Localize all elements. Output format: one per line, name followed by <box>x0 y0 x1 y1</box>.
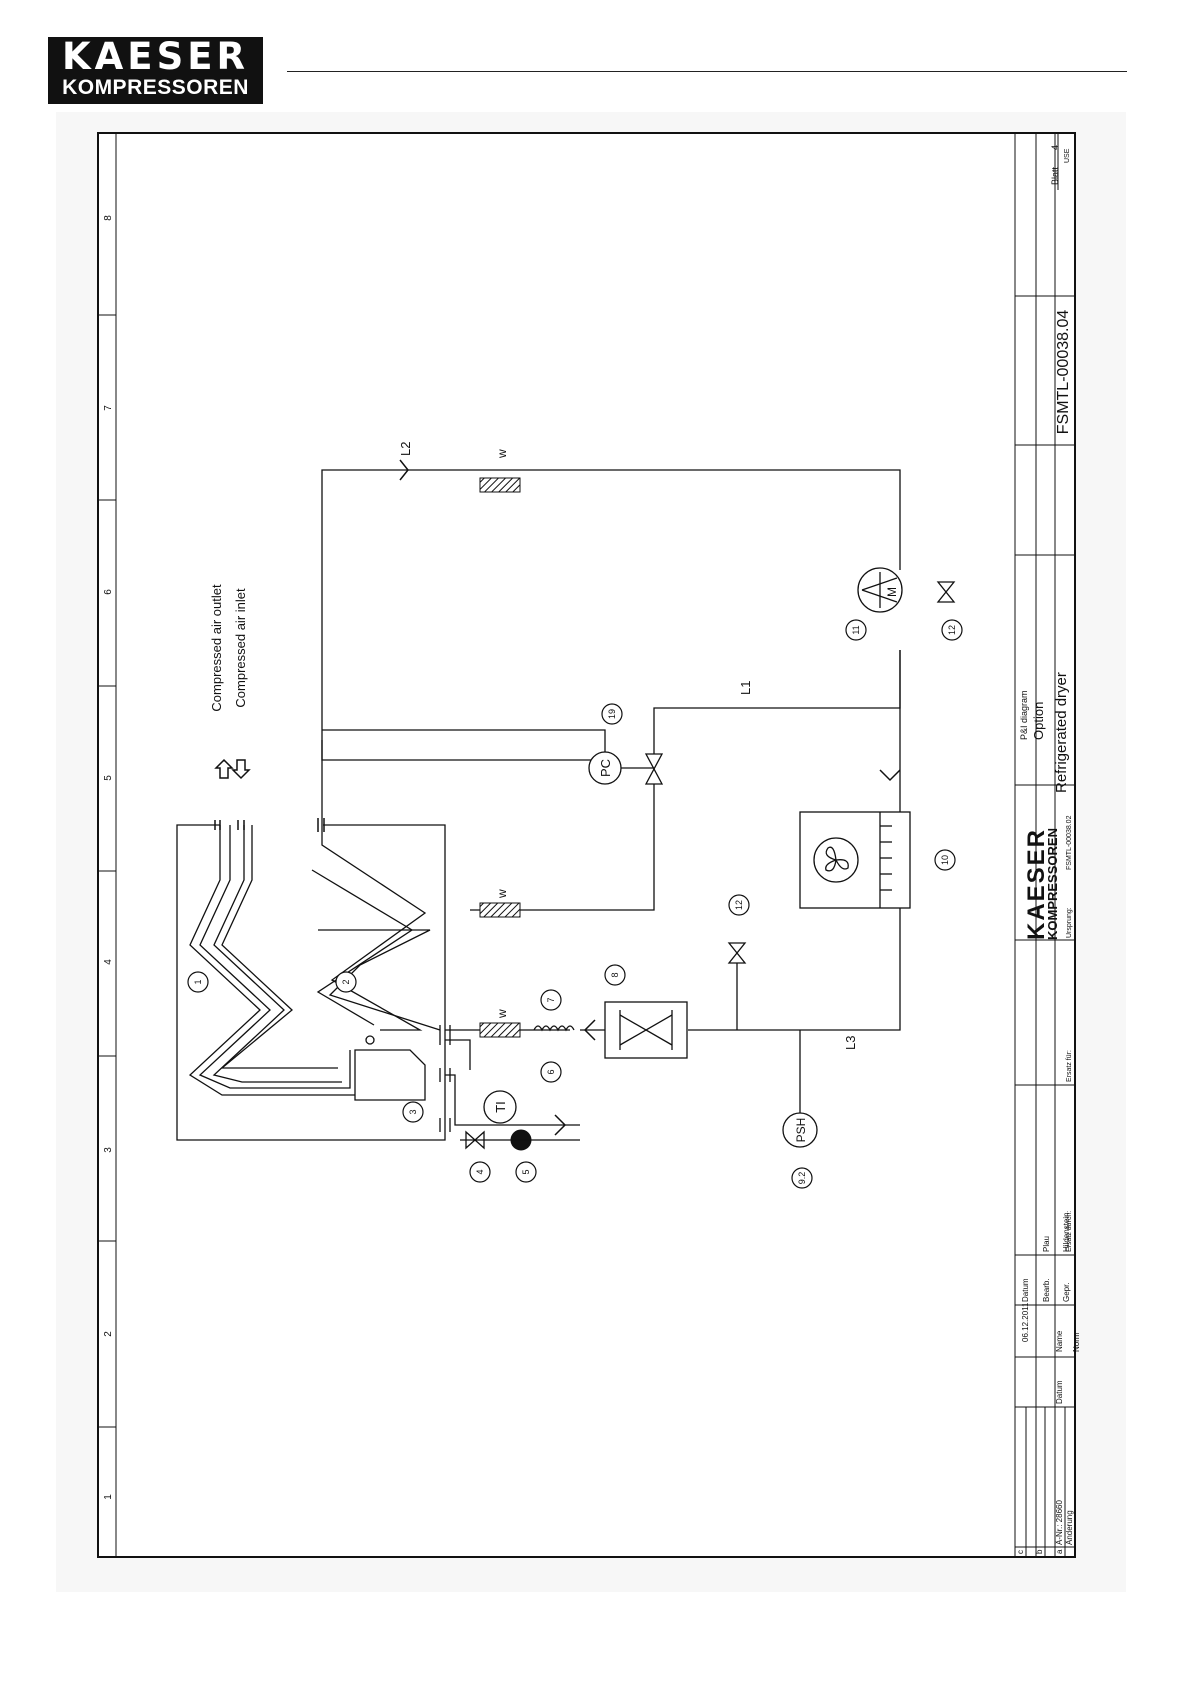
component-12b: 12 <box>947 625 957 635</box>
component-8: 8 <box>610 972 620 977</box>
component-6: 6 <box>546 1069 556 1074</box>
insulation-label-mid: w <box>495 889 509 899</box>
flow-arrow-l2 <box>399 459 409 481</box>
component-11: 11 <box>851 625 861 634</box>
compressor-11 <box>857 567 903 613</box>
tb-rev-a-text: Ä-Nr.: 28660 <box>1055 1500 1064 1545</box>
component-5: 5 <box>521 1169 531 1174</box>
tb-gepr-value: Hildenstein <box>1062 1212 1071 1252</box>
exchanger-2-coil <box>311 825 441 1031</box>
grid-col-7: 7 <box>103 405 114 411</box>
psh-label: PSH <box>794 1118 808 1143</box>
grid-col-4: 4 <box>103 959 114 965</box>
component-4: 4 <box>475 1169 485 1174</box>
logo-line1: KAESER <box>62 35 249 78</box>
tb-ursprung-value: FSMTL-00038.02 <box>1066 815 1073 870</box>
ti-bubble <box>483 1090 517 1124</box>
tb-datum-value: 06.12.2011 <box>1021 1302 1030 1342</box>
tb-ersatz-fuer: Ersatz für: <box>1066 1050 1073 1082</box>
component-2: 2 <box>341 979 351 984</box>
psh-bubble <box>782 1112 818 1148</box>
grid-col-5: 5 <box>103 775 114 781</box>
inlet-arrow-icon <box>231 759 251 780</box>
tb-use: USE <box>1064 148 1071 163</box>
legend-inlet: Compressed air inlet <box>233 588 248 708</box>
pc-label: PC <box>598 759 613 777</box>
insulation-low <box>479 1022 521 1038</box>
legend-outlet: Compressed air outlet <box>209 584 224 712</box>
component-9-2: 9.2 <box>797 1172 807 1185</box>
component-7: 7 <box>546 997 556 1002</box>
housing-outlet-pipes <box>439 1025 471 1132</box>
exchanger-1-coil <box>188 825 359 1096</box>
pc-valve-icon <box>644 753 664 785</box>
component-3: 3 <box>408 1109 418 1114</box>
insulation-mid <box>479 902 521 918</box>
tb-ursprung: Ursprung: <box>1066 907 1073 938</box>
sensor-point <box>365 1035 375 1045</box>
component-1: 1 <box>193 979 203 984</box>
component-19: 19 <box>607 709 617 719</box>
tb-bearb: Bearb. <box>1042 1278 1051 1302</box>
tb-ersatz-durch: Ersatz durch: <box>1066 1211 1073 1252</box>
tb-rev-a: a <box>1055 1549 1064 1554</box>
grid-col-3: 3 <box>103 1147 114 1153</box>
insulation-top <box>479 477 521 493</box>
tb-datum2: Datum <box>1055 1380 1064 1404</box>
tb-name: Name <box>1055 1330 1064 1352</box>
sheet-frame <box>97 132 1076 1558</box>
title-block-frame <box>1014 133 1075 1557</box>
outlet-arrow-icon <box>214 758 234 779</box>
line-label-l3: L3 <box>843 1036 858 1050</box>
grid-col-2: 2 <box>103 1331 114 1337</box>
tb-rev-b: b <box>1035 1549 1044 1554</box>
ti-label: TI <box>493 1101 508 1113</box>
insulation-label-low: w <box>495 1009 509 1019</box>
component-12a: 12 <box>734 900 744 910</box>
safety-valve-12b-icon <box>936 581 956 603</box>
housing-flanges <box>214 818 325 832</box>
kaeser-logo: KAESER KOMPRESSOREN <box>48 37 263 104</box>
line-label-l1: L1 <box>738 681 753 695</box>
component-10: 10 <box>940 855 950 865</box>
tb-gepr: Gepr. <box>1062 1282 1071 1302</box>
tb-rev-c: c <box>1016 1550 1025 1554</box>
tb-drawing-number: FSMTL-00038.04 <box>1055 310 1072 435</box>
tb-norm: Norm <box>1072 1332 1081 1352</box>
logo-line2: KOMPRESSOREN <box>62 76 249 99</box>
capillary-tube-7 <box>533 1025 575 1032</box>
tb-aenderung: Änderung <box>1065 1510 1074 1545</box>
heat-exchanger-housing <box>176 824 446 1141</box>
tb-blatt-value: 4 <box>1050 145 1060 150</box>
tb-datum: Datum <box>1021 1278 1030 1302</box>
condenser-10 <box>799 811 911 909</box>
grid-ticks <box>98 314 116 1428</box>
header-rule <box>287 71 1127 72</box>
tb-option: Option <box>1031 702 1046 740</box>
flow-arrow-inlet <box>583 1019 596 1041</box>
insulation-label-top: w <box>495 449 509 459</box>
tb-product: Refrigerated dryer <box>1053 672 1070 793</box>
tb-logo-line2: KOMPRESSOREN <box>1045 828 1060 940</box>
tb-blatt-label: Blatt <box>1050 166 1060 185</box>
tb-logo-line1: KAESER <box>1023 828 1050 940</box>
separator-3 <box>354 1049 426 1101</box>
tb-diagram: P&I diagram <box>1019 690 1029 740</box>
grid-col-1: 1 <box>103 1494 114 1500</box>
grid-col-6: 6 <box>103 589 114 595</box>
component-number-circles <box>187 619 963 1189</box>
line-label-l2: L2 <box>398 442 413 456</box>
filter-drier-8 <box>604 1001 688 1059</box>
flow-arrow-l1 <box>879 769 901 782</box>
safety-valve-12a-icon <box>727 942 747 964</box>
tb-bearb-value: Plau <box>1042 1236 1051 1252</box>
grid-col-8: 8 <box>103 215 114 221</box>
flow-arrow-drain <box>554 1114 567 1136</box>
motor-label: M <box>885 587 899 597</box>
